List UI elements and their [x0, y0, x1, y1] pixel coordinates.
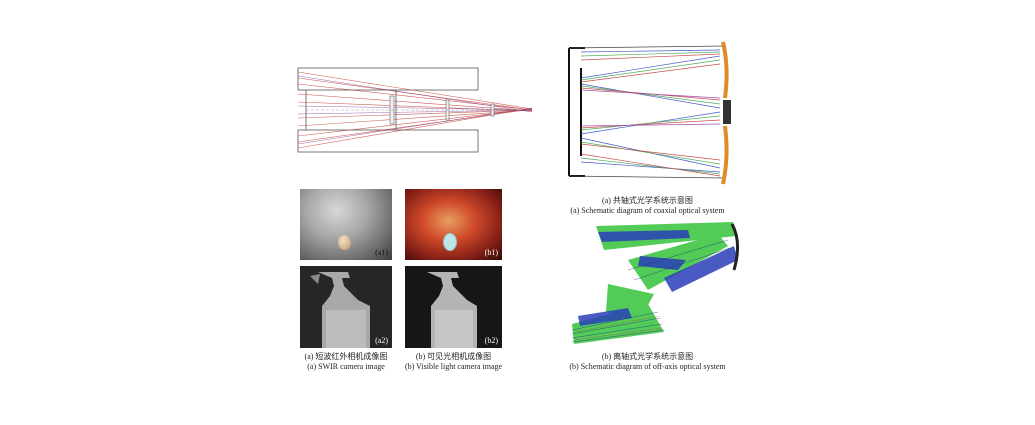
caption-visible-zh: (b) 可见光相机成像图 — [415, 352, 492, 361]
image-panel-b2: (b2) — [405, 266, 502, 348]
caption-offaxis-en: (b) Schematic diagram of off-axis optica… — [569, 362, 726, 371]
image-panel-a2: (a2) — [300, 266, 392, 348]
egg-object — [338, 235, 351, 250]
off-axis-optical-system-diagram — [568, 220, 748, 345]
bottle-object — [300, 266, 392, 348]
caption-swir-zh: (a) 短波红外相机成像图 — [304, 352, 388, 361]
caption-coaxial-zh: (a) 共轴式光学系统示意图 — [602, 196, 693, 205]
panel-label-b1: (b1) — [484, 248, 498, 257]
caption-visible-en: (b) Visible light camera image — [404, 362, 503, 371]
bottle-object — [405, 266, 502, 348]
caption-swir-en: (a) SWIR camera image — [307, 362, 385, 371]
caption-coaxial-en: (a) Schematic diagram of coaxial optical… — [570, 206, 725, 215]
coaxial-optical-system-diagram — [565, 38, 740, 188]
image-panel-b1: (b1) — [405, 189, 502, 260]
panel-label-b2: (b2) — [484, 336, 498, 345]
ray-trace-lens-diagram — [296, 66, 536, 158]
image-panel-a1: (a1) — [300, 189, 392, 260]
panel-label-a2: (a2) — [375, 336, 388, 345]
egg-object — [443, 233, 457, 251]
panel-label-a1: (a1) — [375, 248, 388, 257]
caption-offaxis-zh: (b) 离轴式光学系统示意图 — [601, 352, 694, 361]
